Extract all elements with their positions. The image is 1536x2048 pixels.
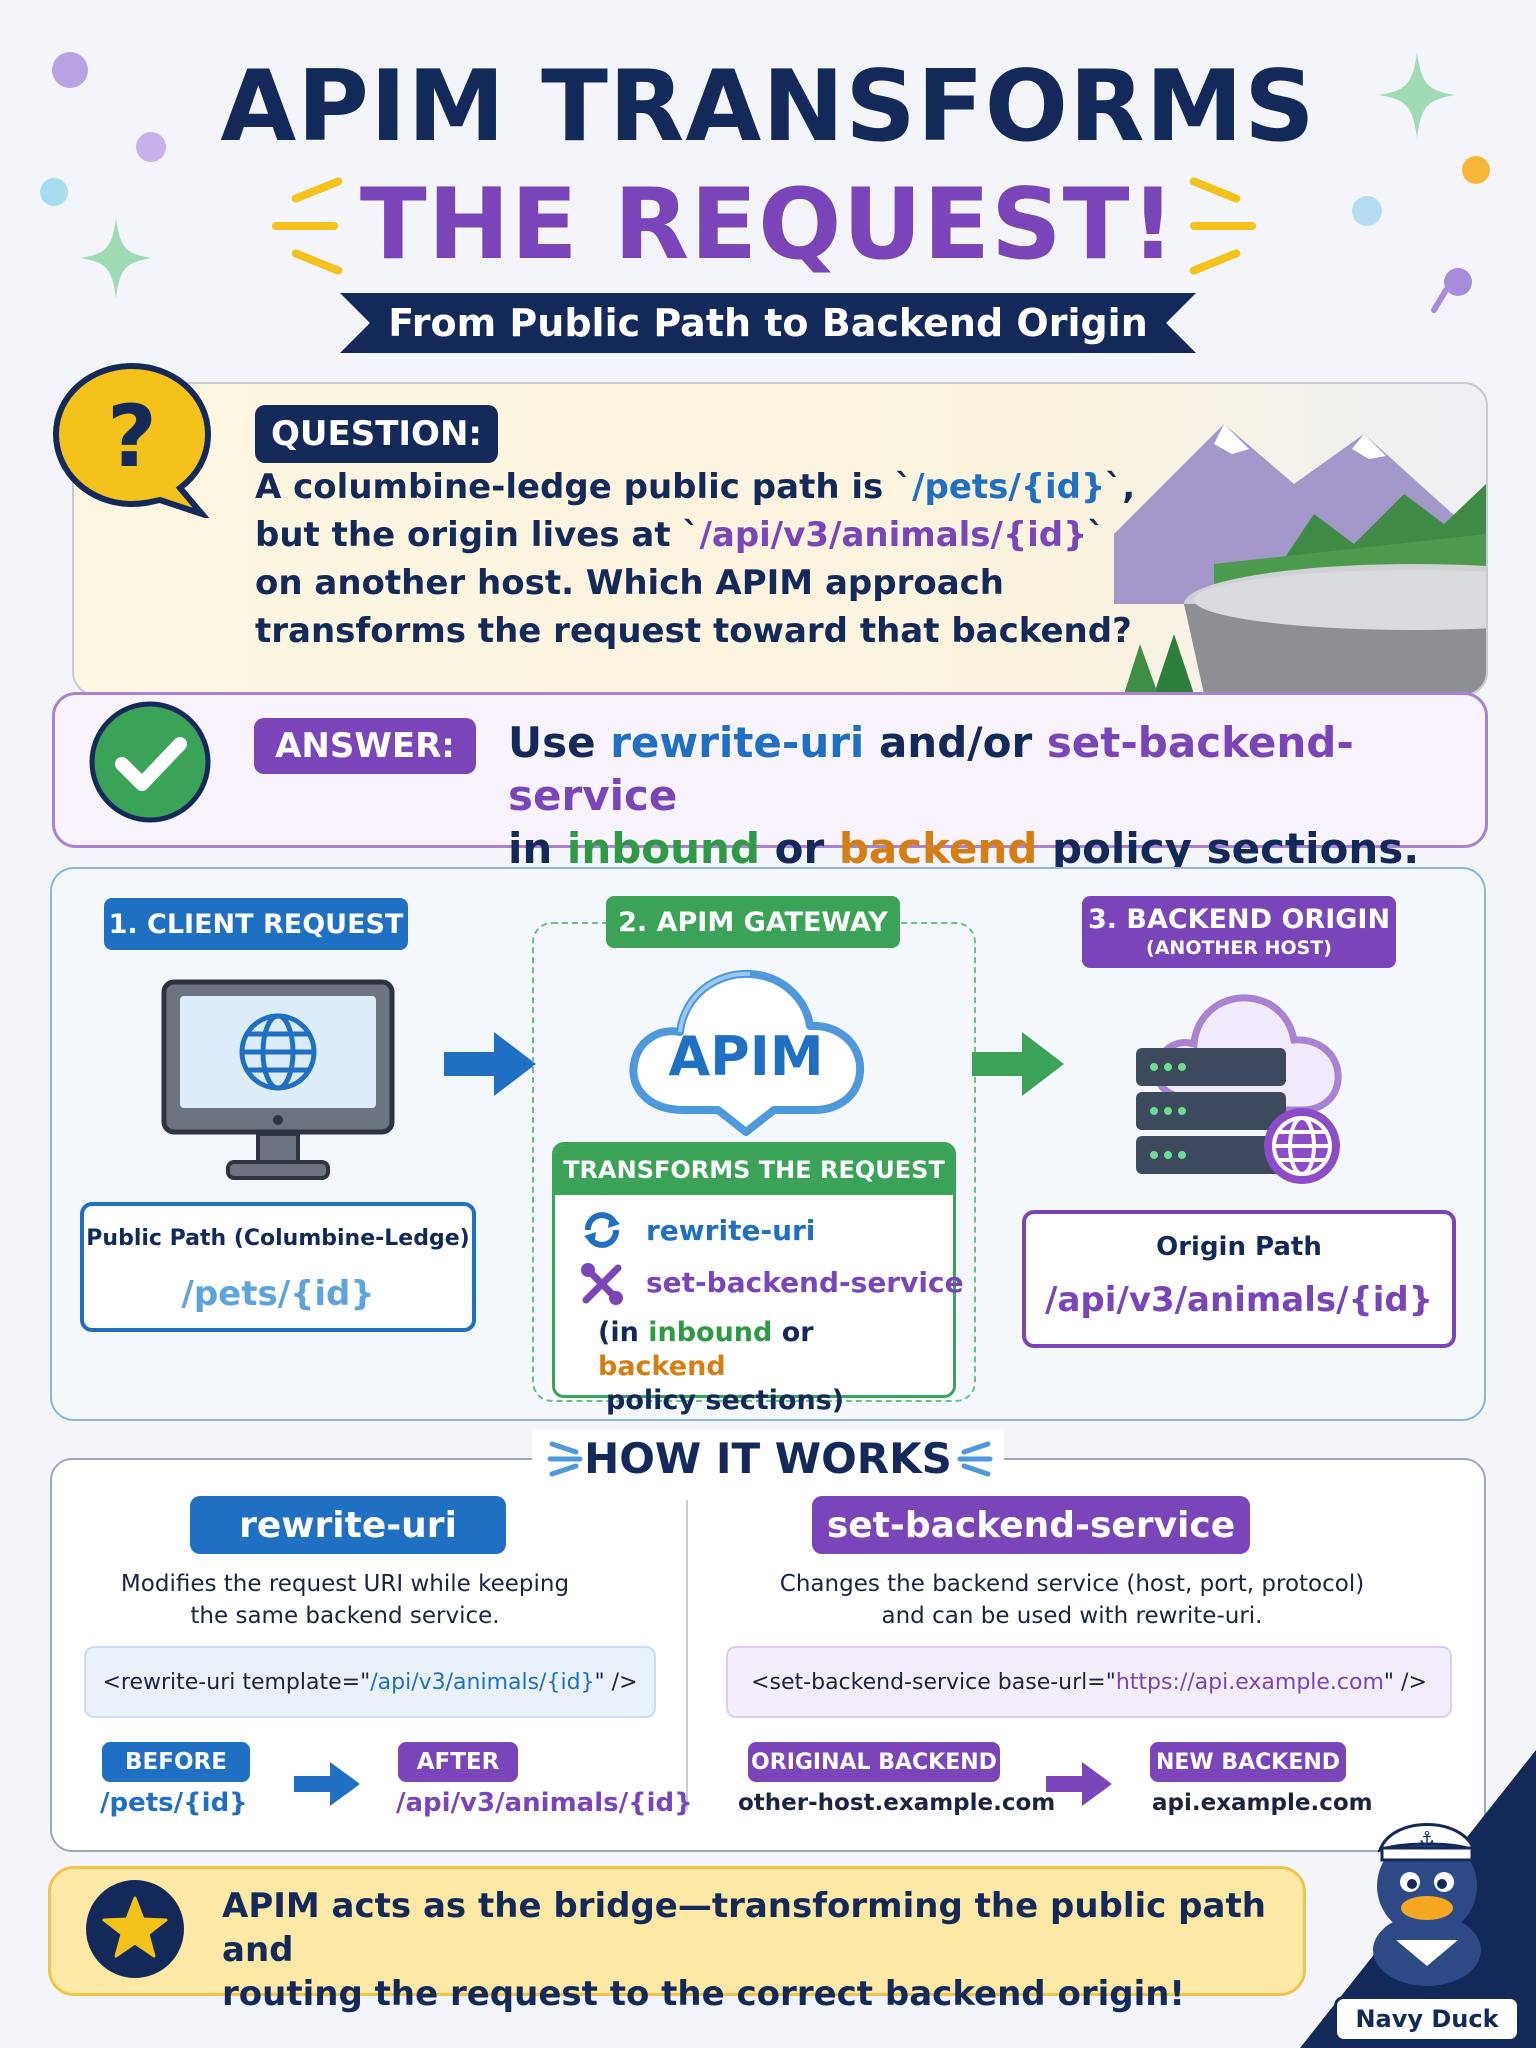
new-backend-label: NEW BACKEND (1150, 1742, 1346, 1782)
before-value: /pets/{id} (100, 1788, 248, 1818)
public-path-box: Public Path (Columbine-Ledge) /pets/{id} (80, 1202, 476, 1332)
step3-subtitle: (ANOTHER HOST) (1146, 937, 1332, 959)
apim-label: APIM (668, 1024, 824, 1088)
question-text: A columbine-ledge public path is `/pets/… (255, 467, 1136, 651)
decor-ray (272, 222, 338, 230)
monitor-icon (161, 979, 395, 1180)
setbackend-code: <set-backend-service base-url="https://a… (726, 1646, 1452, 1718)
original-backend-value: other-host.example.com (738, 1790, 1056, 1816)
rewrite-code: <rewrite-uri template="/api/v3/animals/{… (84, 1646, 656, 1718)
summary-text: APIM acts as the bridge—transforming the… (222, 1886, 1266, 2014)
sparkle-icon (80, 218, 152, 298)
decor-dot (40, 178, 68, 206)
server-icon (1136, 994, 1342, 1184)
before-label: BEFORE (102, 1742, 250, 1782)
mountain-illustration (1114, 424, 1486, 694)
question-icon: ? (52, 362, 212, 518)
refresh-icon (584, 1212, 620, 1248)
original-backend-label: ORIGINAL BACKEND (748, 1742, 1000, 1782)
step3-pill: 3. BACKEND ORIGIN (ANOTHER HOST) (1082, 896, 1396, 968)
answer-label: ANSWER: (254, 718, 476, 774)
duck-icon: ⚓ (1373, 1823, 1481, 1986)
cloud-icon (629, 969, 865, 1136)
after-value: /api/v3/animals/{id} (396, 1788, 693, 1818)
decor-dot (1352, 196, 1382, 226)
step3-title: 3. BACKEND ORIGIN (1087, 904, 1391, 935)
check-icon (89, 701, 211, 823)
arrow-right-icon (294, 1762, 360, 1806)
after-label: AFTER (398, 1742, 518, 1782)
decor-rays (547, 1441, 583, 1477)
svg-text:⚓: ⚓ (1419, 1828, 1435, 1849)
origin-path-label: Origin Path (1156, 1232, 1322, 1262)
subtitle: From Public Path to Backend Origin (388, 301, 1148, 345)
rewrite-pill: rewrite-uri (190, 1496, 506, 1554)
decor-rays (957, 1441, 993, 1477)
setbackend-desc: Changes the backend service (host, port,… (779, 1571, 1365, 1629)
origin-path-box: Origin Path /api/v3/animals/{id} (1022, 1210, 1456, 1348)
summary-box (48, 1866, 1306, 1996)
arrow-right-icon (1046, 1762, 1112, 1806)
transform-note: (in inbound or backend policy sections) (598, 1317, 845, 1416)
decor-dot (52, 52, 88, 88)
how-divider (686, 1500, 688, 1810)
star-icon (86, 1880, 184, 1978)
transform-item-setbackend: set-backend-service (646, 1266, 964, 1299)
tools-icon (581, 1263, 623, 1305)
setbackend-pill: set-backend-service (812, 1496, 1250, 1554)
decor-ray (1190, 222, 1256, 230)
public-path-value: /pets/{id} (181, 1274, 375, 1314)
swirl-icon (1431, 268, 1472, 313)
public-path-label: Public Path (Columbine-Ledge) (86, 1226, 470, 1251)
arrow-right-icon (972, 1032, 1064, 1096)
sparkle-icon (1378, 52, 1456, 138)
mascot-name: Navy Duck (1334, 1996, 1520, 2042)
arrow-right-icon (444, 1032, 536, 1096)
title-line-1: APIM TRANSFORMS (220, 50, 1316, 164)
title-line-2: THE REQUEST! (359, 168, 1177, 282)
decor-dot (1462, 156, 1490, 184)
step1-pill: 1. CLIENT REQUEST (104, 898, 408, 950)
how-title: HOW IT WORKS (584, 1433, 952, 1483)
svg-text:?: ? (107, 387, 157, 487)
globe-icon (239, 1013, 317, 1091)
step2-pill: 2. APIM GATEWAY (606, 896, 900, 948)
transform-item-rewrite: rewrite-uri (646, 1214, 816, 1247)
new-backend-value: api.example.com (1152, 1790, 1373, 1816)
how-title-wrap: HOW IT WORKS (532, 1430, 1004, 1486)
origin-path-value: /api/v3/animals/{id} (1045, 1280, 1433, 1320)
decor-dot (136, 132, 166, 162)
answer-text: Use rewrite-uri and/or set-backend-servi… (508, 718, 1420, 873)
question-label: QUESTION: (255, 405, 498, 463)
globe-icon (1264, 1108, 1340, 1184)
subtitle-ribbon: From Public Path to Backend Origin (340, 293, 1196, 353)
transforms-title: TRANSFORMS THE REQUEST (555, 1145, 953, 1195)
